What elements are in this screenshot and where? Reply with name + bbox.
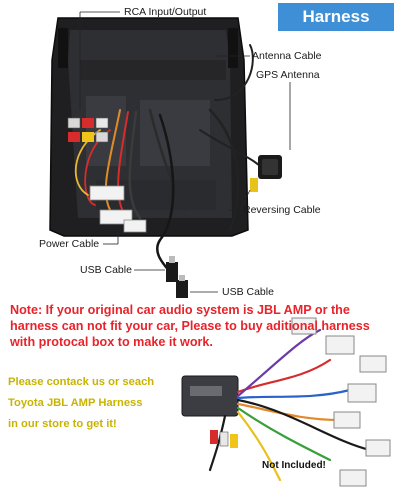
contact-text: Please contack us or seach Toyota JBL AM… <box>8 376 155 430</box>
dash-frame <box>49 17 249 237</box>
rca-plugs <box>67 117 109 143</box>
jbl-note: Note: If your original car audio system … <box>10 303 370 349</box>
usb-cable-label-left: USB Cable <box>80 264 132 276</box>
cables <box>74 44 269 280</box>
antenna-cable-label: Antenna Cable <box>252 50 322 62</box>
callout-lines <box>79 11 291 293</box>
rca-label: RCA Input/Output <box>124 6 207 18</box>
usb-cable-label-right: USB Cable <box>222 286 274 298</box>
gps-antenna-label: GPS Antenna <box>256 69 320 81</box>
harness-badge: Harness <box>278 3 394 31</box>
aux-harness-photo <box>181 317 391 487</box>
not-included-label: Not Included! <box>262 460 326 471</box>
power-cable-label: Power Cable <box>39 238 100 250</box>
gps-antenna-puck <box>258 155 282 179</box>
usb-plugs <box>166 256 188 298</box>
power-connectors <box>89 185 147 233</box>
reversing-plug <box>250 178 258 192</box>
reversing-cable-label: Reversing Cable <box>243 204 321 216</box>
